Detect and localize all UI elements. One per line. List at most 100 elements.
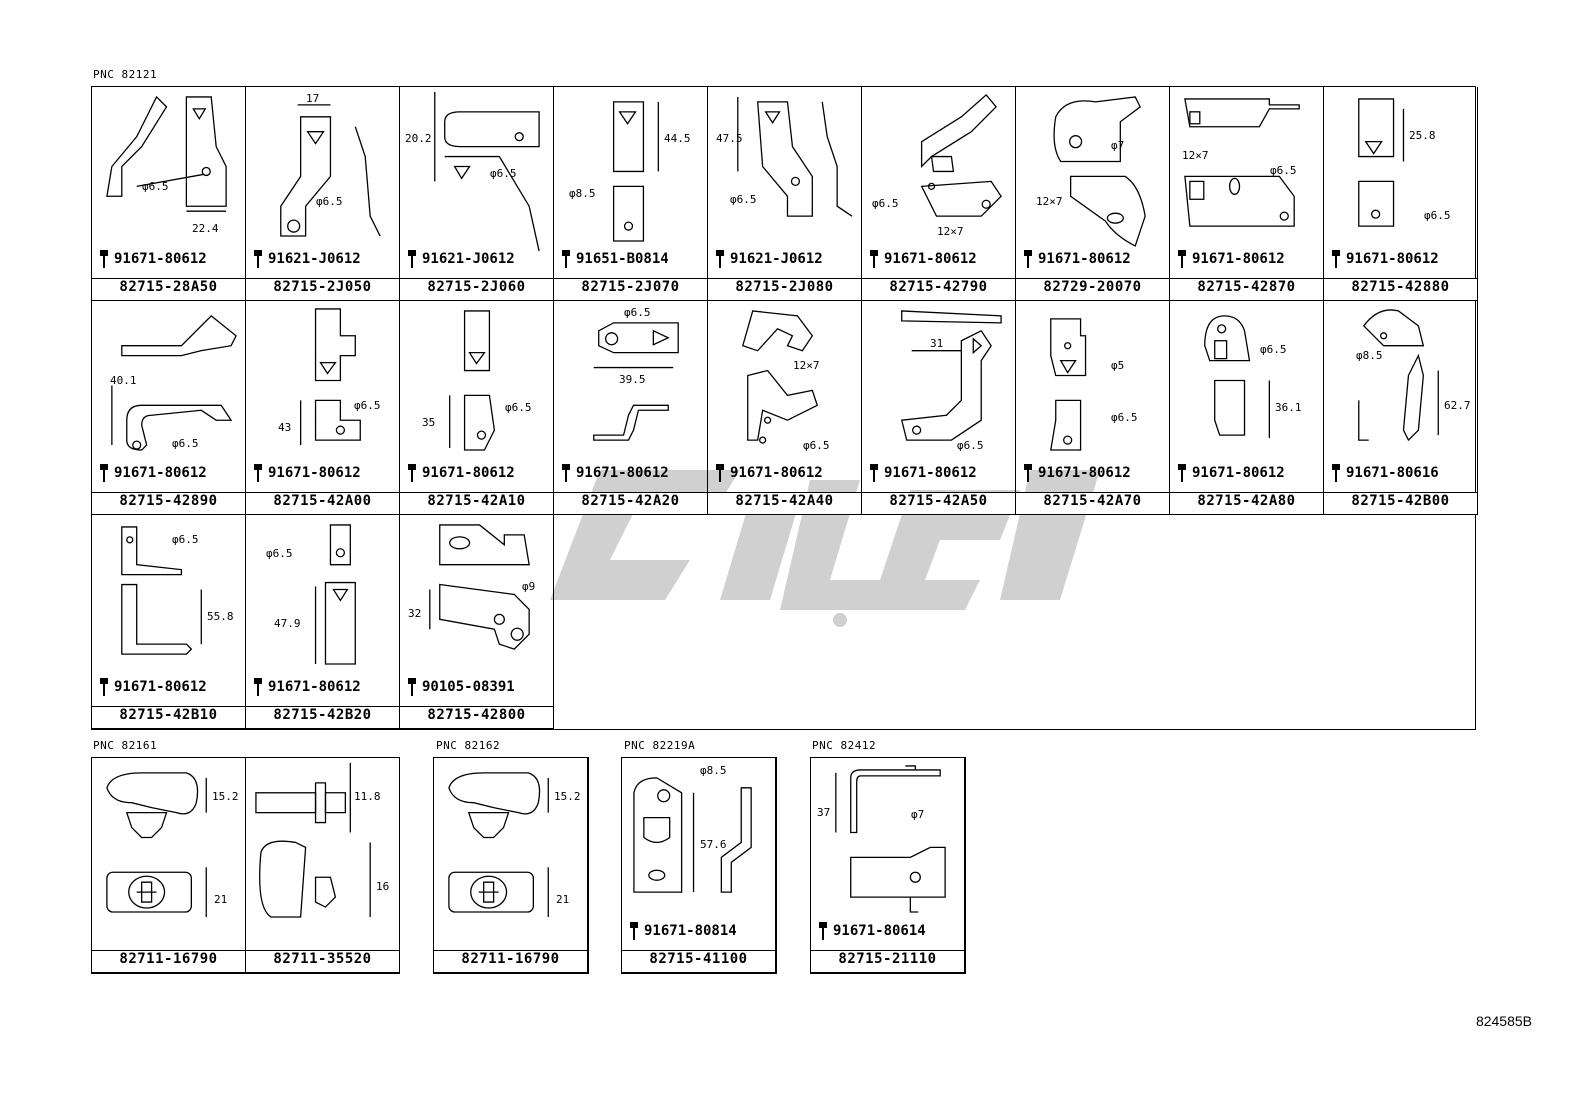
bolt-number: 91671-80612 bbox=[576, 465, 669, 481]
part-cell[interactable]: φ8.5 57.6 91671-80814 82715-41100 bbox=[622, 758, 776, 973]
bolt-icon bbox=[870, 464, 878, 482]
dim-label: 25.8 bbox=[1409, 129, 1436, 142]
dim-label: φ6.5 bbox=[1260, 343, 1287, 356]
part-number[interactable]: 82715-42790 bbox=[862, 278, 1015, 300]
dim-label: φ8.5 bbox=[700, 764, 727, 777]
part-cell[interactable]: 15.2 21 82711-16790 bbox=[434, 758, 588, 973]
bolt-icon bbox=[562, 250, 570, 268]
part-number[interactable]: 82715-41100 bbox=[622, 950, 775, 972]
bracket-drawing bbox=[121, 526, 202, 655]
bolt-number: 91621-J0612 bbox=[268, 251, 361, 267]
parts-grid-82161: 15.2 21 82711-16790 11.8 16 82711-35520 bbox=[91, 757, 400, 974]
bolt-number: 91651-B0814 bbox=[576, 251, 669, 267]
bracket-drawing bbox=[900, 310, 1002, 441]
dim-label: 55.8 bbox=[207, 610, 234, 623]
bolt-icon bbox=[630, 922, 638, 940]
part-number[interactable]: 82715-42880 bbox=[1324, 278, 1477, 300]
bolt-icon bbox=[870, 250, 878, 268]
part-number[interactable]: 82715-42A10 bbox=[400, 492, 553, 514]
part-number[interactable]: 82715-2J050 bbox=[246, 278, 399, 300]
part-cell[interactable]: 11.8 16 82711-35520 bbox=[246, 758, 400, 973]
part-number[interactable]: 82715-21110 bbox=[811, 950, 964, 972]
part-number[interactable]: 82715-42B20 bbox=[246, 706, 399, 728]
dim-label: φ6.5 bbox=[490, 167, 517, 180]
dim-label: 17 bbox=[306, 92, 320, 105]
part-number[interactable]: 82715-42A00 bbox=[246, 492, 399, 514]
bolt-number: 91671-80612 bbox=[268, 465, 361, 481]
part-number[interactable]: 82711-16790 bbox=[92, 950, 245, 972]
dim-label: φ6.5 bbox=[172, 437, 199, 450]
bracket-drawing bbox=[1184, 98, 1300, 227]
bracket-drawing bbox=[314, 524, 356, 665]
part-number[interactable]: 82715-42890 bbox=[92, 492, 245, 514]
part-cell[interactable]: φ6.5 55.8 91671-80612 82715-42B10 bbox=[92, 515, 246, 729]
bracket-drawing bbox=[835, 765, 946, 913]
part-cell[interactable]: φ6.5 36.1 91671-80612 82715-42A80 bbox=[1170, 301, 1324, 515]
bolt-number: 91671-80612 bbox=[1038, 251, 1131, 267]
dim-label: φ6.5 bbox=[1424, 209, 1451, 222]
part-number[interactable]: 82715-42A70 bbox=[1016, 492, 1169, 514]
part-cell[interactable]: φ6.5 12×7 91671-80612 82715-42790 bbox=[862, 87, 1016, 301]
part-cell[interactable]: 12×7 φ6.5 91671-80612 82715-42870 bbox=[1170, 87, 1324, 301]
part-cell[interactable]: 40.1 φ6.5 91671-80612 82715-42890 bbox=[92, 301, 246, 515]
part-number[interactable]: 82715-42A80 bbox=[1170, 492, 1323, 514]
bolt-callout: 91671-80612 bbox=[559, 463, 669, 483]
part-cell[interactable]: 17 φ6.5 91621-J0612 82715-2J050 bbox=[246, 87, 400, 301]
part-number[interactable]: 82729-20070 bbox=[1016, 278, 1169, 300]
part-number[interactable]: 82715-2J080 bbox=[708, 278, 861, 300]
part-cell[interactable]: 47.5 φ6.5 91621-J0612 82715-2J080 bbox=[708, 87, 862, 301]
part-number[interactable]: 82715-42A50 bbox=[862, 492, 1015, 514]
dim-label: 31 bbox=[930, 337, 944, 350]
part-cell[interactable]: 15.2 21 82711-16790 bbox=[92, 758, 246, 973]
part-number[interactable]: 82715-28A50 bbox=[92, 278, 245, 300]
part-number[interactable]: 82715-2J060 bbox=[400, 278, 553, 300]
bracket-drawing bbox=[280, 104, 381, 237]
part-cell[interactable]: 43 φ6.5 91671-80612 82715-42A00 bbox=[246, 301, 400, 515]
part-number[interactable]: 82711-16790 bbox=[434, 950, 587, 972]
part-number[interactable]: 82715-42B00 bbox=[1324, 492, 1477, 514]
clip-drawing bbox=[448, 772, 549, 917]
dim-label: φ8.5 bbox=[569, 187, 596, 200]
part-number[interactable]: 82711-35520 bbox=[246, 950, 399, 972]
dim-label: φ6.5 bbox=[142, 180, 169, 193]
dim-label: φ6.5 bbox=[316, 195, 343, 208]
dim-label: φ6.5 bbox=[624, 306, 651, 319]
bolt-icon bbox=[819, 922, 827, 940]
part-cell[interactable]: 12×7 φ6.5 91671-80612 82715-42A40 bbox=[708, 301, 862, 515]
part-cell[interactable]: φ6.5 22.4 91671-80612 82715-28A50 bbox=[92, 87, 246, 301]
part-cell[interactable]: φ8.5 62.7 91671-80616 82715-42B00 bbox=[1324, 301, 1478, 515]
bolt-callout: 91651-B0814 bbox=[559, 249, 669, 269]
part-number[interactable]: 82715-42800 bbox=[400, 706, 553, 728]
part-cell[interactable]: 37 φ7 91671-80614 82715-21110 bbox=[811, 758, 965, 973]
part-number[interactable]: 82715-2J070 bbox=[554, 278, 707, 300]
part-cell[interactable]: φ5 φ6.5 91671-80612 82715-42A70 bbox=[1016, 301, 1170, 515]
part-cell[interactable]: 31 φ6.5 91671-80612 82715-42A50 bbox=[862, 301, 1016, 515]
bolt-number: 91671-80612 bbox=[422, 465, 515, 481]
part-cell[interactable]: φ6.5 47.9 91671-80612 82715-42B20 bbox=[246, 515, 400, 729]
part-number[interactable]: 82715-42A40 bbox=[708, 492, 861, 514]
dim-label: φ6.5 bbox=[354, 399, 381, 412]
pnc-label-82162: PNC 82162 bbox=[436, 739, 501, 752]
dim-label: φ6.5 bbox=[505, 401, 532, 414]
part-cell[interactable]: φ9 32 90105-08391 82715-42800 bbox=[400, 515, 554, 729]
dim-label: 22.4 bbox=[192, 222, 219, 235]
bolt-callout: 91671-80612 bbox=[405, 463, 515, 483]
part-cell[interactable]: 44.5 φ8.5 91651-B0814 82715-2J070 bbox=[554, 87, 708, 301]
bolt-callout: 91671-80614 bbox=[816, 921, 926, 941]
part-cell[interactable]: φ7 12×7 91671-80612 82729-20070 bbox=[1016, 87, 1170, 301]
bracket-drawing bbox=[737, 96, 853, 217]
bolt-callout: 91621-J0612 bbox=[405, 249, 515, 269]
part-number[interactable]: 82715-42A20 bbox=[554, 492, 707, 514]
part-cell[interactable]: 35 φ6.5 91671-80612 82715-42A10 bbox=[400, 301, 554, 515]
part-cell[interactable]: 20.2 φ6.5 91621-J0612 82715-2J060 bbox=[400, 87, 554, 301]
part-cell[interactable]: φ6.5 39.5 91671-80612 82715-42A20 bbox=[554, 301, 708, 515]
part-number[interactable]: 82715-42B10 bbox=[92, 706, 245, 728]
dim-label: φ6.5 bbox=[266, 547, 293, 560]
bolt-callout: 91671-80612 bbox=[1021, 249, 1131, 269]
document-id: 824585B bbox=[1475, 1013, 1532, 1029]
dim-label: φ5 bbox=[1111, 359, 1125, 372]
part-cell[interactable]: 25.8 φ6.5 91671-80612 82715-42880 bbox=[1324, 87, 1478, 301]
dim-label: 16 bbox=[376, 880, 390, 893]
part-number[interactable]: 82715-42870 bbox=[1170, 278, 1323, 300]
dim-label: 47.5 bbox=[716, 132, 743, 145]
